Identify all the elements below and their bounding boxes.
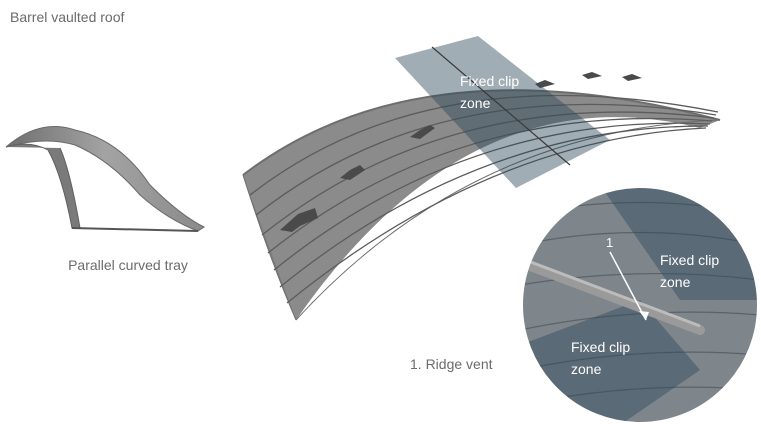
zone-label-line: Fixed clip <box>660 252 720 268</box>
fixed-clip-zone-label: Fixed clip zone <box>460 70 519 114</box>
ridge-vent-callout-number: 1 <box>606 235 614 250</box>
zone-label-line: zone <box>571 361 602 377</box>
ridge-vent-label: 1. Ridge vent <box>410 356 493 372</box>
zone-label-line: Fixed clip <box>460 73 520 89</box>
zone-label-line: zone <box>660 274 691 290</box>
zone-label-line: zone <box>460 95 491 111</box>
roof-seams <box>249 94 719 304</box>
diagram-title: Barrel vaulted roof <box>10 9 125 25</box>
barrel-roof-panel <box>242 72 721 321</box>
zone-label-line: Fixed clip <box>571 339 631 355</box>
direction-arrow <box>280 72 642 232</box>
ridge-vent-magnifier <box>521 186 759 424</box>
fixed-clip-zone-band <box>395 36 610 188</box>
tray-label: Parallel curved tray <box>68 257 188 273</box>
curved-tray-illustration <box>5 126 205 232</box>
magnified-zone-label-lower: Fixed clip zone <box>571 336 630 380</box>
magnified-zone-label-upper: Fixed clip zone <box>660 249 719 293</box>
